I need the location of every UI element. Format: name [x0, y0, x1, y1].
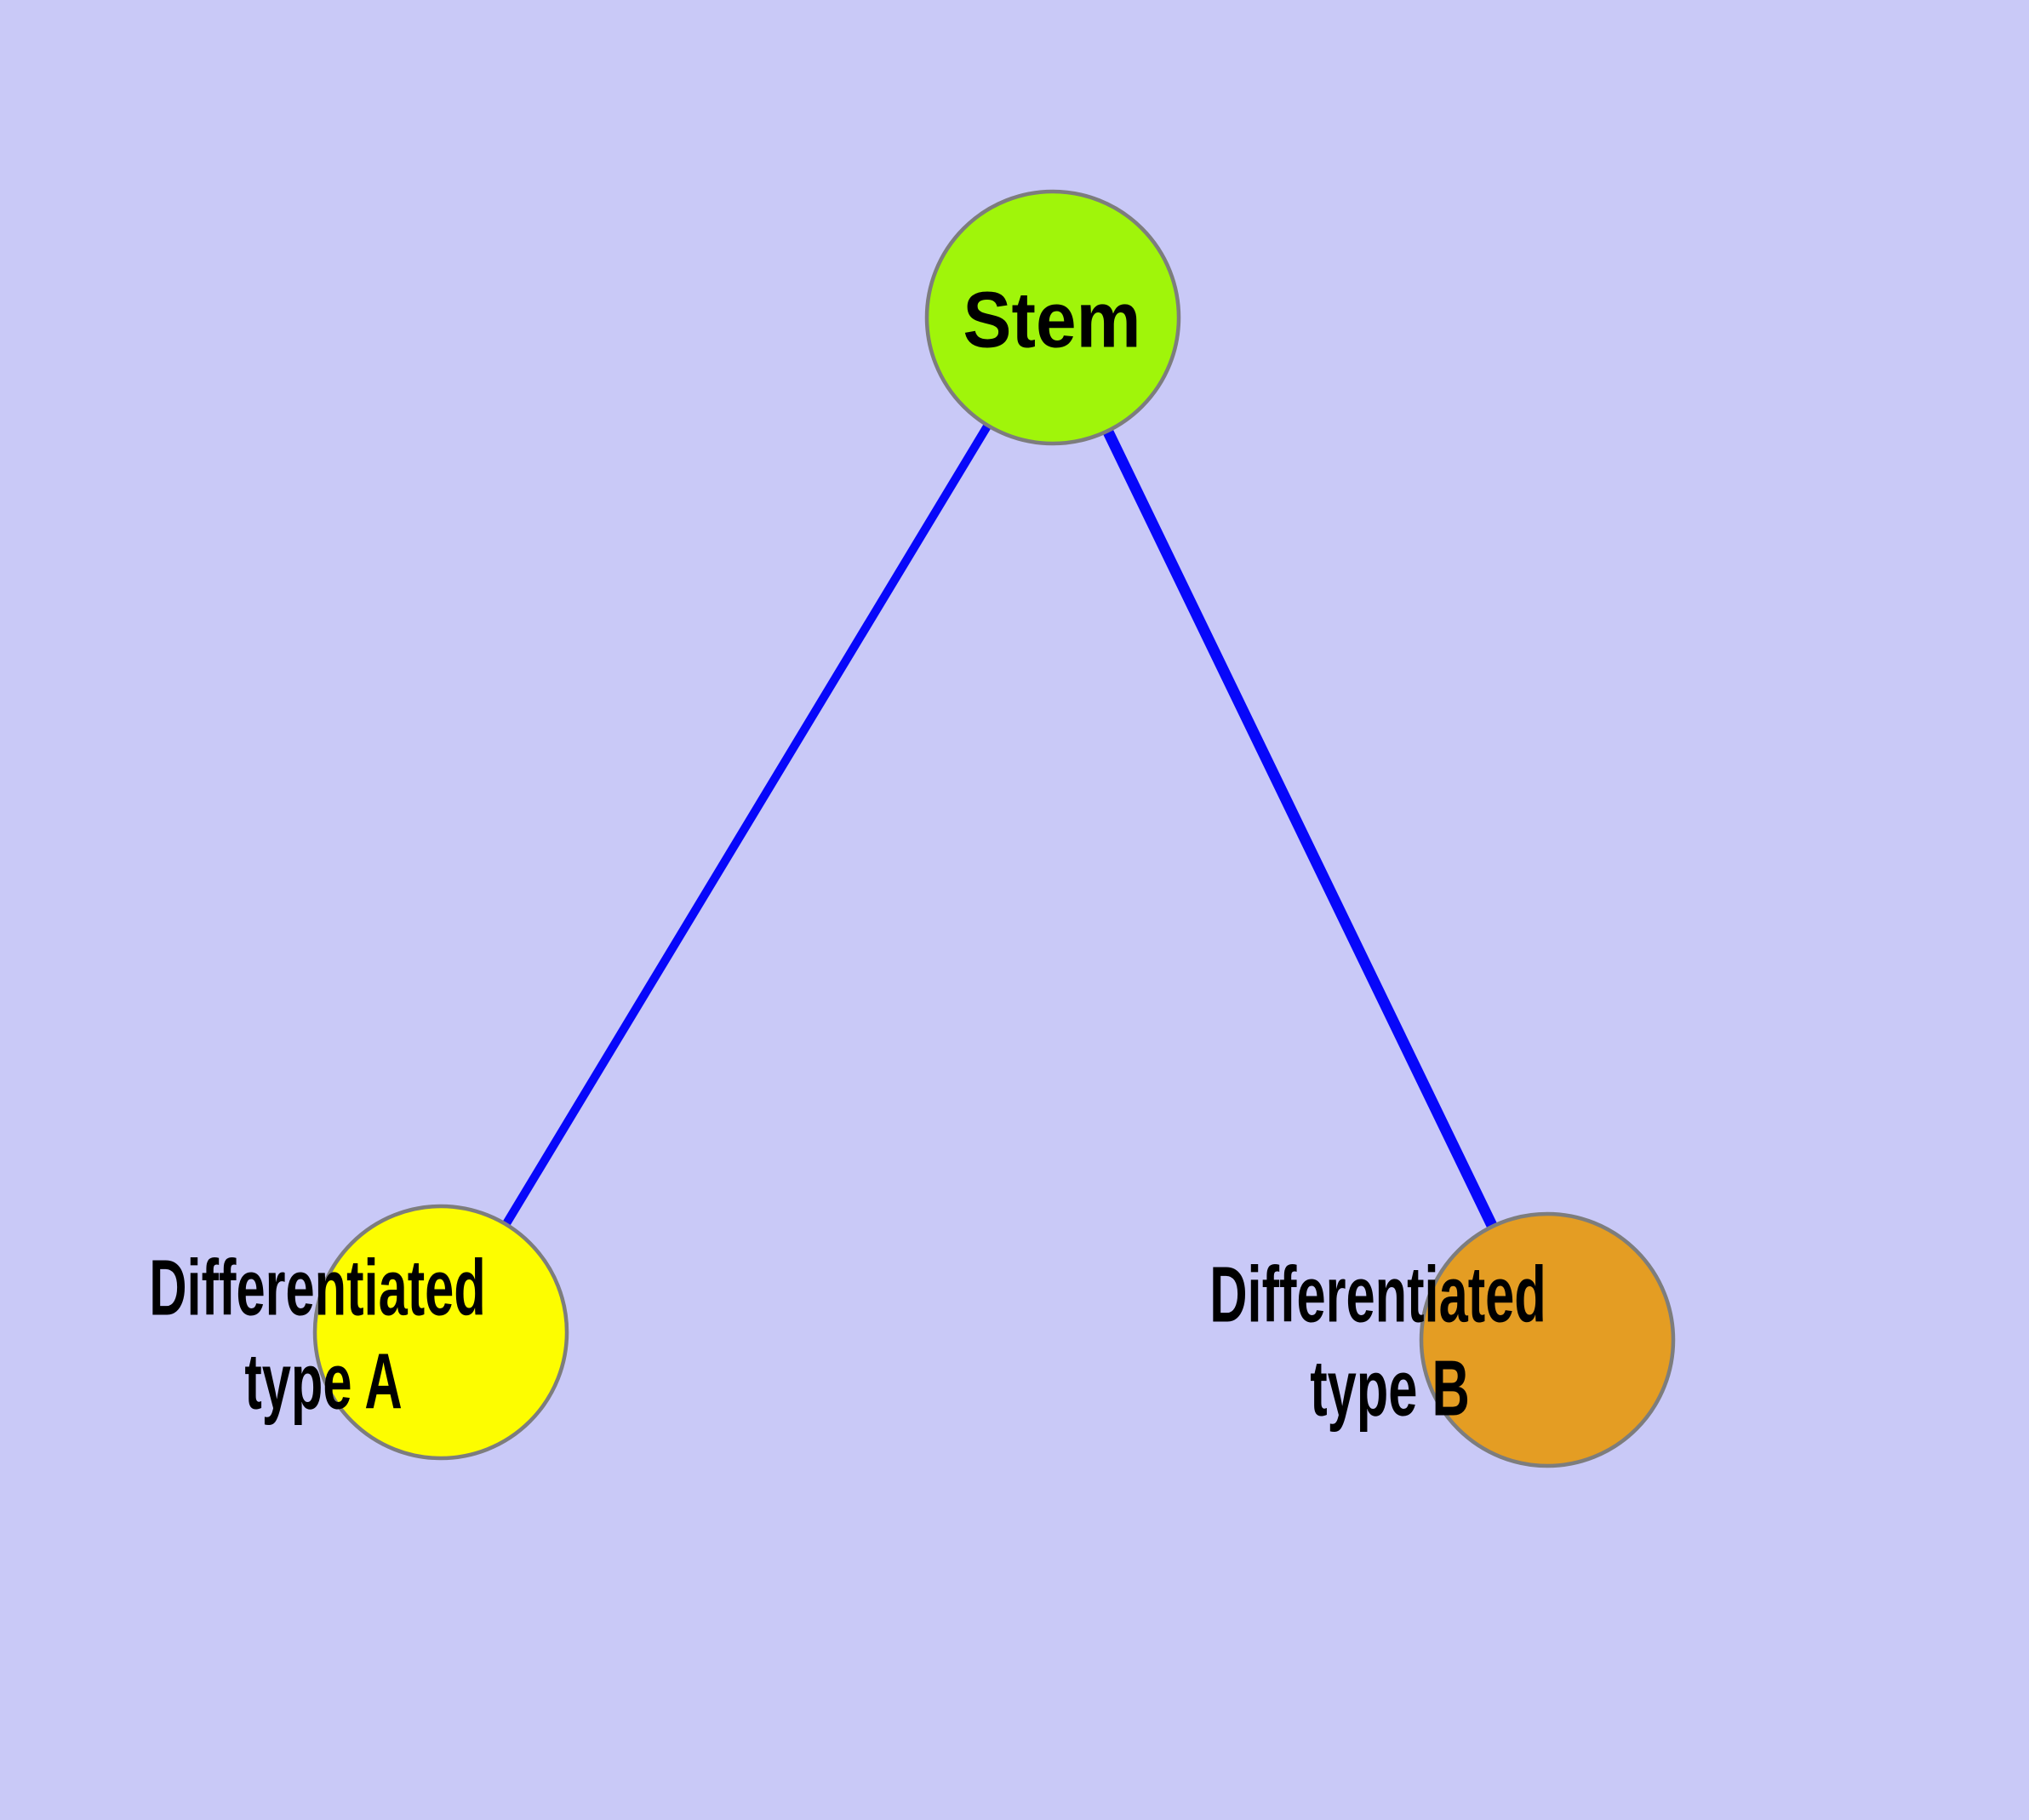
node-label-type-b-line2: type B	[1310, 1343, 1470, 1433]
node-label-stem: Stem	[963, 275, 1141, 364]
edge-stem-to-type-b	[1048, 315, 1552, 1342]
node-type-b	[1419, 1211, 1676, 1468]
node-type-a	[312, 1204, 569, 1461]
node-stem	[924, 189, 1181, 446]
node-label-type-a-line1: Differentiated	[149, 1243, 486, 1332]
edge-stem-to-type-a	[437, 315, 1057, 1335]
node-label-type-a-line2: type A	[244, 1336, 403, 1426]
node-label-type-b-line1: Differentiated	[1209, 1250, 1546, 1339]
